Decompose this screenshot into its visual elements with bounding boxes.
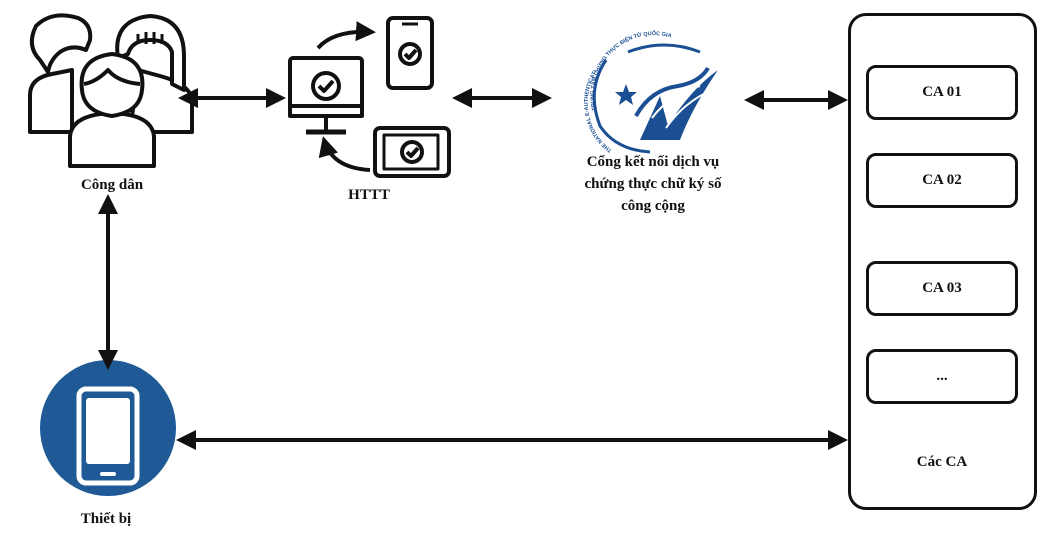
sync-arrow-top: [316, 21, 376, 50]
ca-item-1: CA 01: [866, 65, 1018, 120]
tablet-icon: [373, 126, 451, 178]
gateway-label: Cổng kết nối dịch vụ chứng thực chữ ký s…: [584, 154, 722, 214]
gateway-label-line-1: Cổng kết nối dịch vụ: [587, 154, 720, 170]
device-label: Thiết bị: [81, 511, 131, 527]
ca-group-label: Các CA: [916, 454, 968, 470]
monitor-icon: [288, 56, 364, 135]
ca-item-2: CA 02: [866, 153, 1018, 208]
device-icon: [40, 360, 176, 496]
gateway-label-line-2: chứng thực chữ ký số: [584, 176, 722, 192]
phone-icon: [386, 16, 434, 90]
gateway-label-line-3: công cộng: [621, 198, 685, 214]
citizens-icon: [28, 13, 194, 168]
connectors: [98, 88, 848, 450]
citizen-label: Công dân: [81, 177, 144, 193]
ca-item-more: ...: [866, 349, 1018, 404]
httt-label: HTTT: [348, 187, 390, 203]
ca-group-container: [848, 13, 1037, 510]
ca-item-3: CA 03: [866, 261, 1018, 316]
sync-arrow-bottom: [318, 136, 371, 172]
